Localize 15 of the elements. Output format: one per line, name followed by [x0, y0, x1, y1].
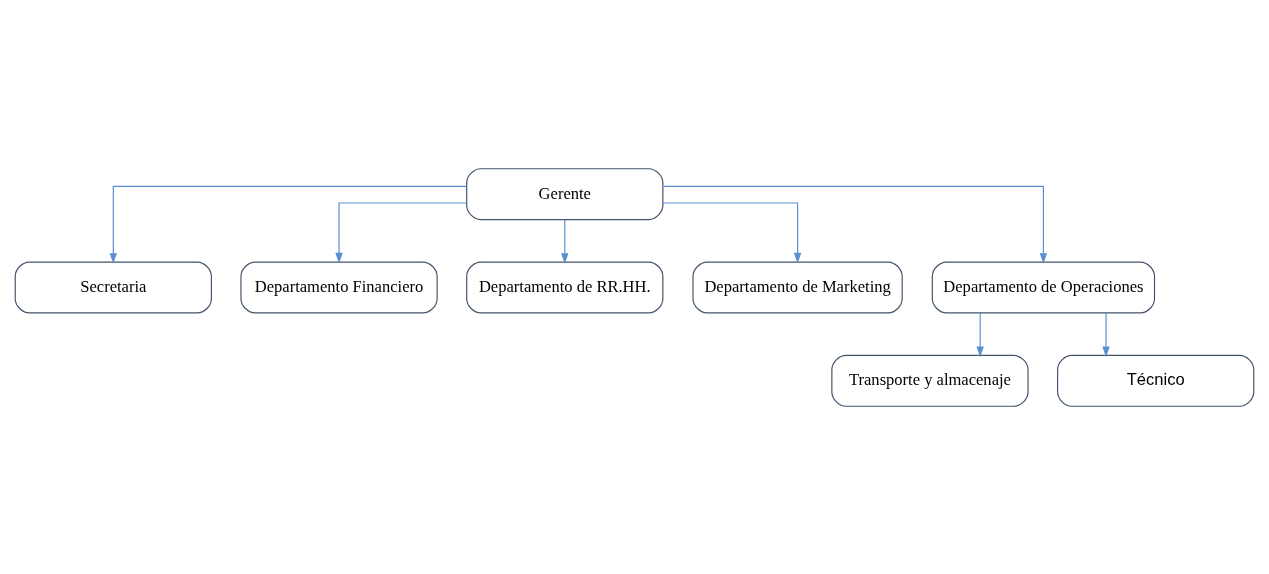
node-box: Secretaria [14, 261, 212, 313]
arrow [335, 201, 467, 263]
arrow [662, 185, 1048, 264]
arrow [561, 218, 569, 264]
arrow [109, 185, 467, 264]
node-box: Técnico [1057, 354, 1255, 407]
node-box: Gerente [466, 167, 664, 220]
node-box: Departamento de Operaciones [931, 261, 1156, 313]
arrow [1102, 311, 1110, 357]
arrow [976, 311, 984, 357]
node-box: Departamento de RR.HH. [466, 261, 664, 313]
node-box: Departamento de Marketing [692, 261, 903, 313]
arrow [662, 201, 802, 263]
node-box: Transporte y almacenaje [831, 354, 1029, 407]
node-box: Departamento Financiero [240, 261, 438, 313]
